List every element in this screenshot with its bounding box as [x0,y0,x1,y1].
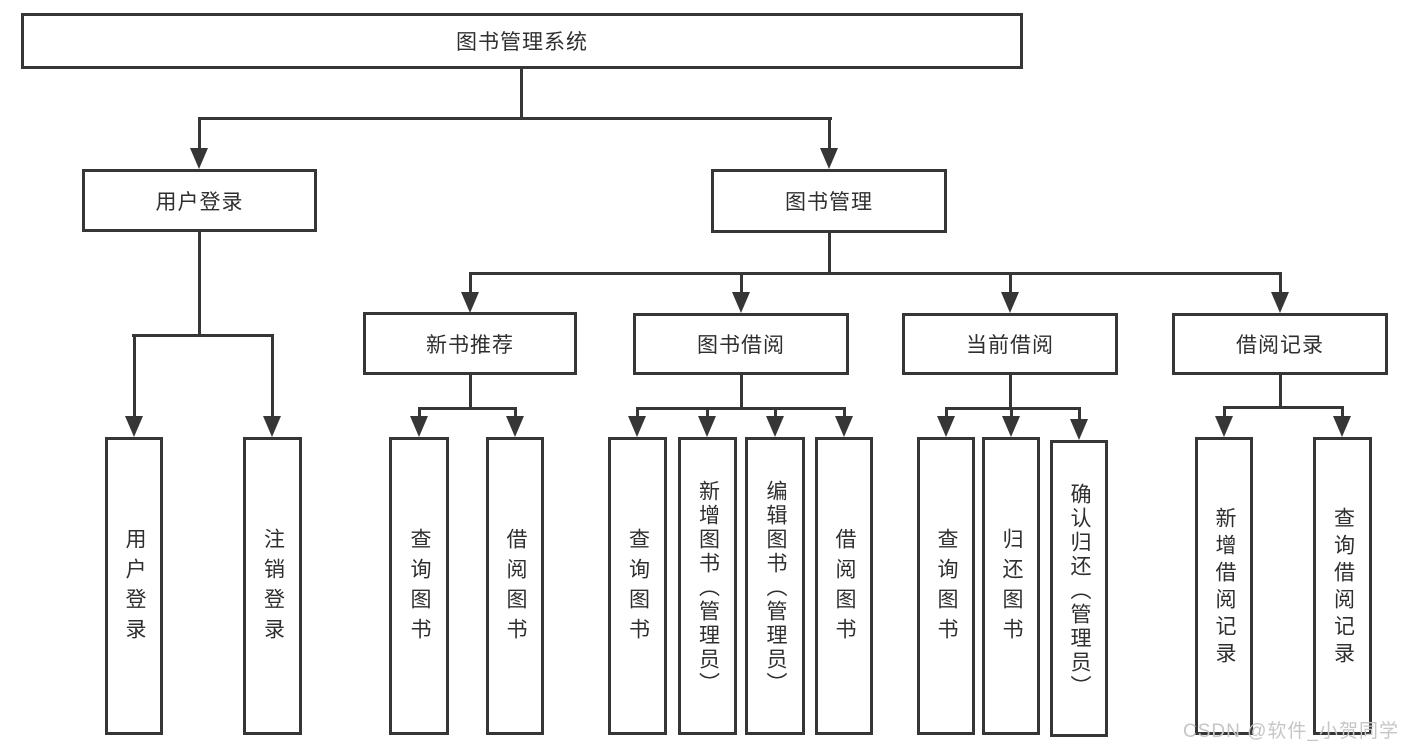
node-new-book: 新书推荐 [363,312,577,375]
connector-to-new-book [469,272,472,294]
node-leaf-edit-book-admin: 编辑图书（管理员） [745,437,805,735]
arrow-to-add-book [698,416,716,437]
connector-book-mgmt-stem [828,232,831,275]
connector-to-add-book [706,407,709,418]
node-leaf-add-book-admin: 新增图书（管理员） [678,437,737,735]
node-leaf-add-borrow-record: 新增借阅记录 [1195,437,1253,735]
arrow-to-add-record [1215,416,1233,437]
connector-to-book-mgmt [828,117,831,150]
node-borrow-record: 借阅记录 [1172,313,1388,375]
node-leaf-logout: 注销登录 [243,437,302,735]
arrow-to-current-borrow [1001,292,1019,313]
node-leaf-user-login: 用户登录 [105,437,163,735]
connector-to-borrow-record [1279,272,1282,294]
node-leaf-borrow-book-2: 借阅图书 [815,437,873,735]
node-leaf-query-book-1: 查询图书 [389,437,449,735]
connector-level2-rail [198,117,832,120]
connector-current-borrow-rail [945,407,1081,410]
connector-to-current-borrow [1009,272,1012,294]
connector-book-borrow-rail [636,407,846,410]
arrow-to-return-book [1002,416,1020,437]
node-leaf-query-book-3: 查询图书 [917,437,975,735]
arrow-to-query-book-1 [410,416,428,437]
node-leaf-return-book: 归还图书 [982,437,1040,735]
arrow-to-confirm-return [1070,419,1088,440]
arrow-to-query-record [1333,416,1351,437]
arrow-to-borrow-book-2 [835,416,853,437]
connector-new-book-stem [469,375,472,410]
connector-to-user-login [198,117,201,150]
connector-new-book-rail [418,407,517,410]
arrow-to-leaf-logout [263,416,281,437]
connector-root-stem [520,69,523,118]
node-leaf-query-borrow-record: 查询借阅记录 [1313,437,1372,735]
arrow-to-book-borrow [732,292,750,313]
node-book-mgmt: 图书管理 [711,169,947,233]
arrow-to-borrow-book-1 [506,416,524,437]
connector-to-leaf-logout [271,334,274,418]
connector-to-borrow-book-2 [843,407,846,418]
csdn-watermark: CSDN @软件_小贺同学 [1183,721,1399,742]
connector-to-query-book-3 [945,407,948,418]
connector-to-add-record [1223,406,1226,418]
connector-user-login-rail [132,334,274,337]
node-current-borrow: 当前借阅 [902,313,1118,375]
arrow-to-borrow-record [1271,292,1289,313]
connector-to-confirm-return [1078,407,1081,421]
connector-to-edit-book [774,407,777,418]
node-leaf-borrow-book-1: 借阅图书 [486,437,544,735]
connector-borrow-record-stem [1279,375,1282,409]
node-leaf-confirm-return-admin: 确认归还（管理员） [1050,440,1108,737]
arrow-to-query-book-3 [937,416,955,437]
connector-current-borrow-stem [1009,375,1012,410]
connector-book-borrow-stem [740,375,743,410]
arrow-to-edit-book [766,416,784,437]
connector-to-leaf-user-login [133,334,136,418]
arrow-to-user-login [190,148,208,169]
arrow-to-new-book [461,292,479,313]
node-leaf-query-book-2: 查询图书 [608,437,667,735]
connector-borrow-record-rail [1223,406,1343,409]
node-user-login: 用户登录 [82,169,317,232]
connector-user-login-stem [198,232,201,337]
arrow-to-book-mgmt [820,148,838,169]
connector-level3-rail [469,272,1282,275]
node-book-borrow: 图书借阅 [633,313,849,375]
connector-to-query-book-2 [636,407,639,418]
connector-to-return-book [1010,407,1013,418]
connector-to-book-borrow [740,272,743,294]
connector-to-query-record [1341,406,1344,418]
node-root: 图书管理系统 [21,13,1023,69]
arrow-to-leaf-user-login [125,416,143,437]
connector-to-query-book-1 [418,407,421,418]
arrow-to-query-book-2 [628,416,646,437]
connector-to-borrow-book-1 [514,407,517,418]
